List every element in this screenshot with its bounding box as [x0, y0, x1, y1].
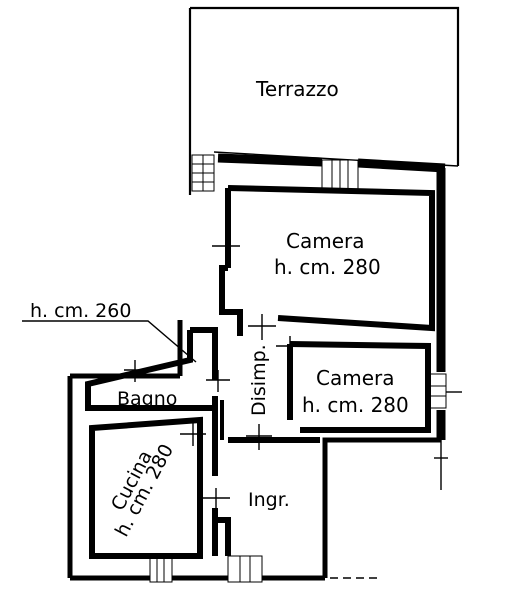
door-bottom-ingresso — [227, 555, 263, 583]
window-bottom-cucina — [149, 555, 173, 583]
door-leaf-disimp — [287, 347, 293, 418]
stair-hatch — [191, 154, 215, 192]
label-camera-2: Camera — [316, 366, 395, 390]
label-camera-1-height: h. cm. 280 — [274, 255, 381, 279]
label-camera-2-height: h. cm. 280 — [302, 393, 409, 417]
window-top-camera — [321, 159, 359, 191]
outer-walls — [67, 153, 446, 581]
cross-mark — [246, 424, 272, 450]
label-ingresso: Ingr. — [248, 489, 290, 511]
window-right-camera — [427, 373, 462, 409]
cross-mark — [202, 488, 230, 510]
label-disimpegno: Disimp. — [248, 344, 270, 416]
exterior-marks — [434, 440, 448, 490]
cross-mark — [248, 314, 276, 340]
cross-mark — [206, 370, 230, 392]
cross-marks — [124, 236, 304, 510]
label-camera-1: Camera — [286, 229, 365, 253]
cross-mark — [180, 422, 206, 446]
label-bagno-height-annotation: h. cm. 260 — [30, 300, 131, 322]
cross-mark — [124, 360, 146, 382]
label-bagno: Bagno — [117, 388, 177, 410]
cross-mark — [212, 236, 240, 256]
annotation-leader — [22, 320, 197, 363]
label-terrazzo: Terrazzo — [255, 77, 339, 101]
